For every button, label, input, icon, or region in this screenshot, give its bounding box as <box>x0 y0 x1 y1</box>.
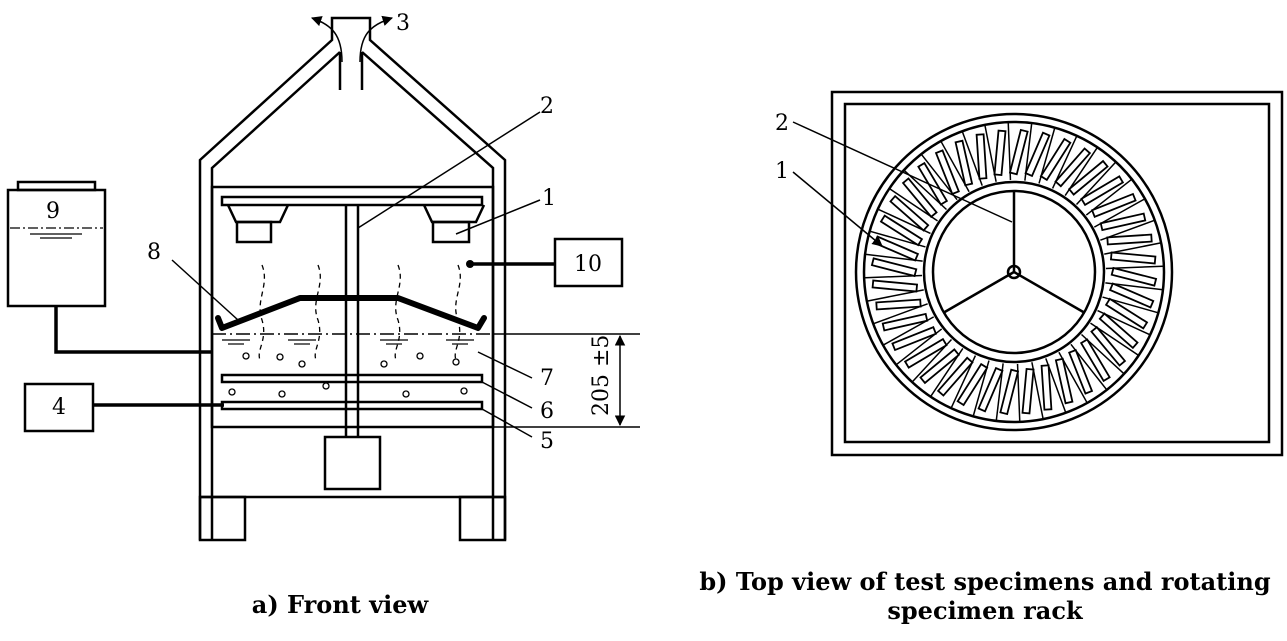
rack-specimen-slot <box>934 149 960 196</box>
rack-specimen-slot <box>1039 137 1072 182</box>
exhaust-arrow-right <box>359 15 394 63</box>
front-view: 3 2 1 8 9 10 7 6 5 4 205 ±5 a) Front vie… <box>6 11 640 619</box>
top-outer-frame <box>830 90 1284 457</box>
rack-specimen-slot <box>1079 338 1111 383</box>
rack-specimen-slot <box>975 133 988 180</box>
water-feed-line <box>54 306 212 354</box>
rack-specimen-slot <box>1098 312 1139 350</box>
rack-specimen-slot <box>1109 251 1157 265</box>
label-2: 2 <box>540 94 554 119</box>
rack-specimen-slot <box>1080 175 1125 207</box>
motor-box <box>323 435 382 491</box>
exhaust-arrow-left <box>311 16 343 63</box>
caption-top-view-line1: b) Top view of test specimens and rotati… <box>699 567 1270 596</box>
rack-divider <box>1105 265 1163 270</box>
label-4: 4 <box>52 395 66 420</box>
rack-specimen-slot <box>1067 159 1109 196</box>
rotating-shaft <box>344 205 360 437</box>
rack-spokes <box>942 190 1086 315</box>
rack-specimen-slot <box>993 129 1007 177</box>
rack-specimen-slot <box>879 214 924 247</box>
rack-specimen-slot <box>870 257 918 278</box>
rack-specimen-slot <box>1110 266 1158 287</box>
label-6: 6 <box>540 399 554 424</box>
rack-specimen-slot <box>891 326 938 352</box>
heater-controller-box <box>23 382 95 433</box>
rack-specimen-slot <box>881 312 929 332</box>
rack-specimen-slot <box>956 362 989 407</box>
rack-specimen-slot <box>1108 282 1155 309</box>
rack-specimen-slot <box>1040 364 1053 411</box>
heater-plate-lower <box>220 400 484 411</box>
label-8: 8 <box>147 240 161 265</box>
rack-top-arm <box>220 195 484 207</box>
top-label-2: 2 <box>775 111 789 136</box>
rack-specimen-slot <box>1021 367 1035 415</box>
water-ripples <box>222 339 474 345</box>
specimen-left <box>235 220 273 244</box>
reservoir-water-level <box>10 227 103 239</box>
specimen-holder-left <box>226 204 290 224</box>
label-1: 1 <box>542 186 556 211</box>
rack-specimen-slot <box>1068 348 1094 395</box>
top-inner-frame <box>843 102 1271 444</box>
label-9: 9 <box>46 199 60 224</box>
water-bubbles <box>228 352 468 398</box>
label-7: 7 <box>540 366 554 391</box>
rack-specimen-slot <box>977 366 1004 413</box>
rack-inner-ring <box>922 180 1106 364</box>
cover-plate <box>215 295 487 331</box>
rack-hub <box>1006 264 1022 280</box>
reservoir-lid <box>16 180 97 192</box>
label-5: 5 <box>540 429 554 454</box>
leg-right <box>458 495 507 542</box>
specimen-right <box>431 220 471 244</box>
top-label-1: 1 <box>775 159 789 184</box>
rack-specimen-slot <box>999 368 1020 416</box>
rack-outer-ring-inner <box>862 120 1166 424</box>
rack-specimen-slot <box>917 161 949 206</box>
temperature-probe <box>466 260 474 268</box>
caption-top-view-line2: specimen rack <box>887 596 1084 625</box>
leg-left <box>198 495 247 542</box>
caption-front-view: a) Front view <box>252 590 430 619</box>
rack-specimen-slot <box>919 348 961 385</box>
rack-specimen-slot <box>1008 128 1029 176</box>
rack-specimen-slot <box>1106 233 1153 246</box>
rack-specimen-slot <box>903 337 948 369</box>
label-3: 3 <box>396 11 410 36</box>
front-leader-lines <box>171 111 541 438</box>
rack-specimen-slot <box>1054 357 1074 405</box>
rack-specimen-slot <box>1099 212 1147 232</box>
rack-spoke <box>1013 270 1086 315</box>
test-chamber-box <box>210 185 495 429</box>
top-view: 2 1 b) Top view of test specimens and ro… <box>699 90 1284 625</box>
rack-specimen-slot <box>1104 297 1149 330</box>
rack-specimen-slot <box>954 139 974 187</box>
rack-spoke <box>942 270 1015 315</box>
rack-slots <box>865 123 1163 421</box>
top-leader-1 <box>792 171 883 247</box>
rack-specimen-slot <box>875 298 922 311</box>
rack-outer-ring <box>854 112 1174 432</box>
rack-specimen-slot <box>936 356 974 397</box>
heater-plate-upper <box>220 373 484 384</box>
top-leader-2 <box>792 121 1013 223</box>
dimension-label: 205 ±5 <box>589 335 614 416</box>
rack-specimen-slot <box>901 177 938 219</box>
rack-specimen-slot <box>1090 325 1127 367</box>
rack-specimen-slot <box>871 279 919 293</box>
rack-specimen-slot <box>889 194 930 232</box>
exhaust-pipe <box>338 52 364 90</box>
chamber-housing-outer <box>198 16 507 540</box>
rack-specimen-slot <box>1054 147 1092 188</box>
specimen-holder-right <box>422 204 486 224</box>
label-10: 10 <box>574 252 602 277</box>
rack-specimen-slot <box>1024 131 1051 178</box>
rack-specimen-slot <box>1090 192 1137 218</box>
